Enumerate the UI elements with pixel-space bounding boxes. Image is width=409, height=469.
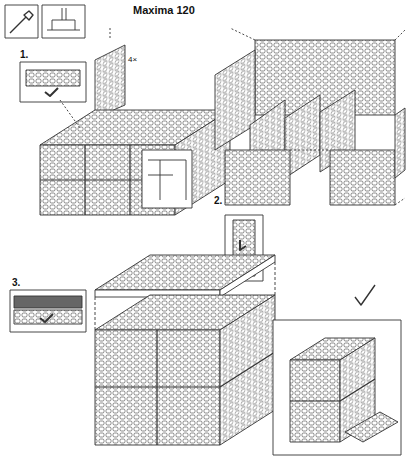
step-number: 1. — [20, 50, 28, 60]
step-number: 3. — [12, 278, 20, 288]
diagram-title: Maxima 120 — [133, 5, 195, 16]
step-number: 2. — [214, 196, 222, 206]
quantity-label: 4× — [128, 56, 137, 64]
